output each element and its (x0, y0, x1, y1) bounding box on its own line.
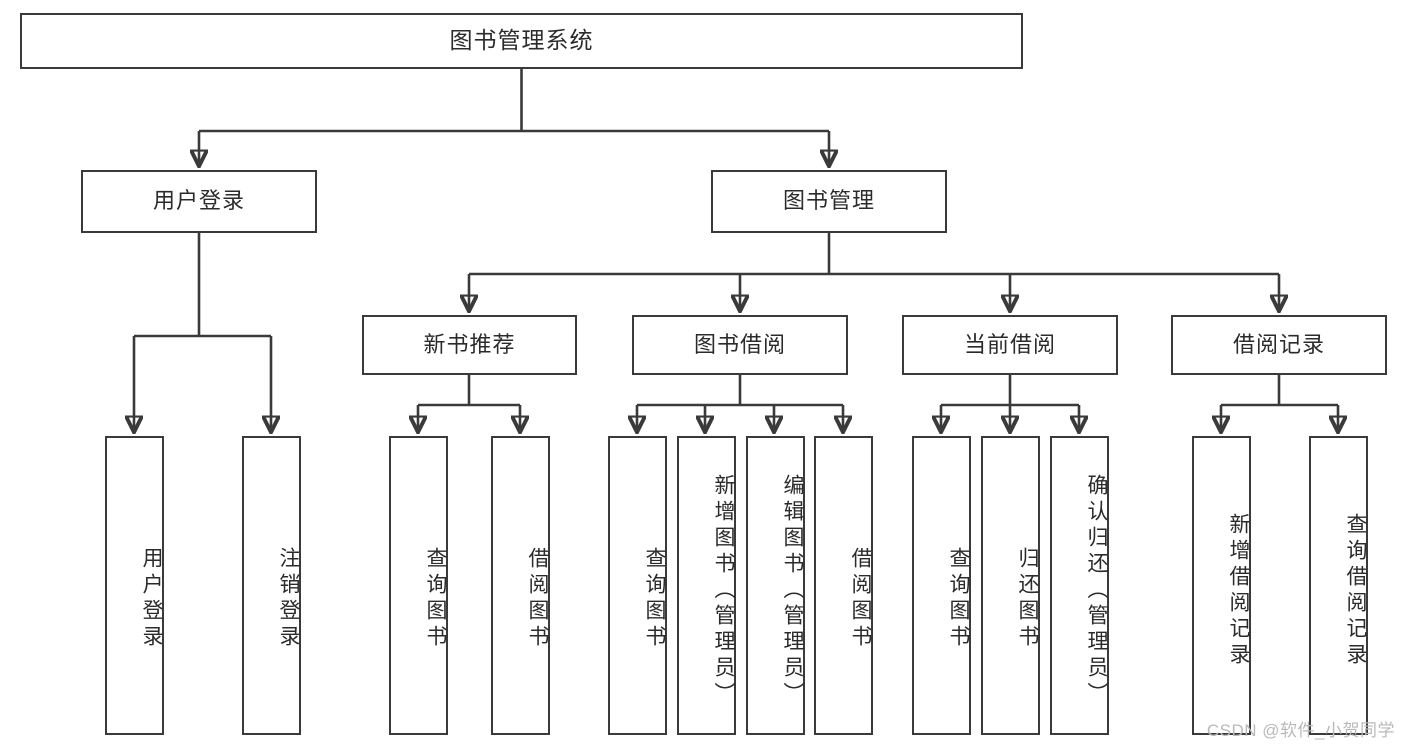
csdn-watermark: CSDN @软件_小贺同学 (1206, 721, 1395, 740)
node-book-management[interactable]: 图书管理 (711, 170, 947, 233)
leaf-book-borrow-edit-admin[interactable]: 编辑图书（管理员） (746, 436, 805, 735)
node-new-book-recommend[interactable]: 新书推荐 (362, 315, 577, 375)
leaf-current-borrow-return[interactable]: 归还图书 (981, 436, 1040, 735)
node-root-system[interactable]: 图书管理系统 (20, 13, 1023, 69)
node-borrow-record[interactable]: 借阅记录 (1171, 315, 1387, 375)
node-user-login[interactable]: 用户登录 (81, 170, 317, 233)
leaf-user-login-logout[interactable]: 注销登录 (242, 436, 301, 735)
leaf-borrow-record-query[interactable]: 查询借阅记录 (1309, 436, 1368, 735)
leaf-book-borrow-query[interactable]: 查询图书 (608, 436, 667, 735)
leaf-user-login-login[interactable]: 用户登录 (105, 436, 164, 735)
leaf-current-borrow-query[interactable]: 查询图书 (912, 436, 971, 735)
leaf-book-borrow-add-admin[interactable]: 新增图书（管理员） (677, 436, 736, 735)
node-book-borrow[interactable]: 图书借阅 (632, 315, 848, 375)
leaf-current-borrow-confirm-admin[interactable]: 确认归还（管理员） (1050, 436, 1109, 735)
node-current-borrow[interactable]: 当前借阅 (902, 315, 1118, 375)
leaf-new-book-query[interactable]: 查询图书 (389, 436, 448, 735)
leaf-book-borrow-borrow[interactable]: 借阅图书 (814, 436, 873, 735)
leaf-borrow-record-add[interactable]: 新增借阅记录 (1192, 436, 1251, 735)
leaf-new-book-borrow[interactable]: 借阅图书 (491, 436, 550, 735)
